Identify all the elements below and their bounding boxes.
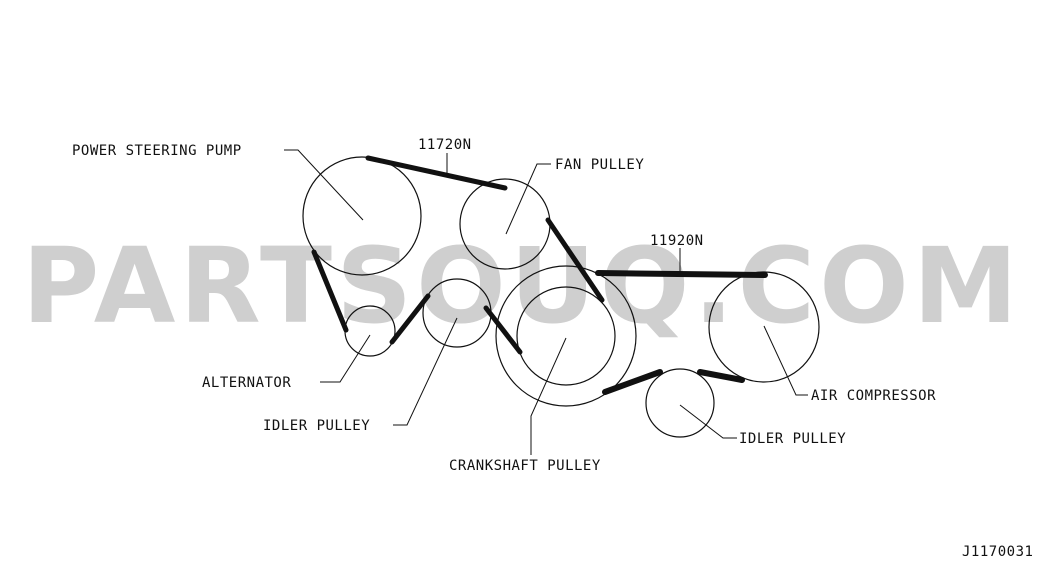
label-crankshaft-pulley: CRANKSHAFT PULLEY <box>449 458 601 474</box>
air-compressor-pulley <box>708 271 820 383</box>
crankshaft-pulley-inner <box>516 286 616 386</box>
idler-pulley-left <box>422 278 492 348</box>
watermark-text: PARTSOUQ.COM <box>22 225 1022 347</box>
leader-power-steering-pump <box>284 149 364 221</box>
label-air-compressor: AIR COMPRESSOR <box>811 388 936 404</box>
label-idler-pulley-left: IDLER PULLEY <box>263 418 370 434</box>
leader-idler-pulley-left <box>393 317 458 426</box>
label-belt-11720n: 11720N <box>418 137 472 153</box>
idler-pulley-right <box>645 368 715 438</box>
leader-air-compressor <box>763 325 808 396</box>
crankshaft-pulley-outer <box>495 265 637 407</box>
belt-11920n <box>595 270 768 395</box>
label-idler-pulley-right: IDLER PULLEY <box>739 431 846 447</box>
leader-idler-pulley-right <box>679 404 737 439</box>
label-fan-pulley: FAN PULLEY <box>555 157 644 173</box>
leader-fan-pulley <box>505 163 551 235</box>
leader-alternator <box>320 334 371 383</box>
label-belt-11920n: 11920N <box>650 233 704 249</box>
belt-11720n <box>311 155 605 355</box>
leader-crankshaft-pulley <box>530 337 567 455</box>
alternator-pulley <box>344 305 396 357</box>
fan-pulley <box>459 178 551 270</box>
label-alternator: ALTERNATOR <box>202 375 291 391</box>
diagram-id: J1170031 <box>962 544 1033 560</box>
label-power-steering-pump: POWER STEERING PUMP <box>72 143 242 159</box>
power-steering-pump-pulley <box>302 156 422 276</box>
